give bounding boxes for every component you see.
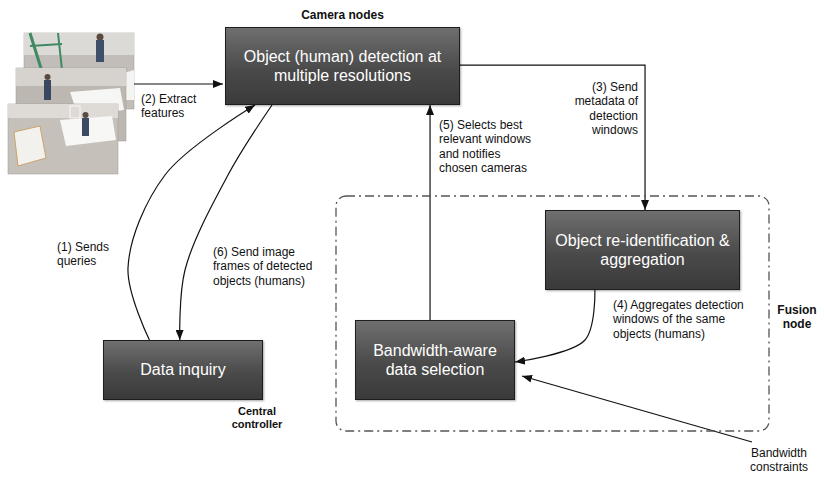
frame-wall <box>16 68 126 86</box>
box-text: Data inquiry <box>112 360 254 379</box>
person-head <box>83 112 89 118</box>
person-figure <box>82 118 89 136</box>
edge-label: (4) Aggregates detection windows of the … <box>612 298 750 341</box>
flow-arrow <box>515 290 595 362</box>
process-box: Bandwidth-aware data selection <box>355 320 515 400</box>
frame-ground <box>8 104 118 174</box>
step-label: (2) Extract features <box>140 92 222 121</box>
person-figure <box>96 40 104 62</box>
constraint-arrow <box>522 376 752 442</box>
flow-arrow <box>128 105 255 340</box>
feature-arrow <box>134 83 223 84</box>
process-box: Data inquiryCentral controller <box>103 340 263 400</box>
region-border <box>336 196 769 431</box>
box-text: Object (human) detection at multiple res… <box>234 47 451 85</box>
frame-table <box>60 116 116 146</box>
edge-label: (1) Sends queries <box>56 240 122 269</box>
person-head <box>97 34 104 41</box>
flow-arrow <box>429 105 430 320</box>
person-head <box>45 74 51 80</box>
edge-label: (3) Send metadata of detection windows <box>543 80 639 138</box>
frame-beam <box>58 33 62 70</box>
detection-window <box>70 106 80 118</box>
edge-label: (6) Send image frames of detected object… <box>212 245 316 288</box>
flow-arrow <box>180 105 272 340</box>
person-figure <box>44 80 51 100</box>
frame-wall <box>24 33 134 55</box>
heading-label: Camera nodes <box>226 8 459 22</box>
box-text: Object re-identification & aggregation <box>554 231 731 269</box>
camera-frame <box>8 104 118 174</box>
frame-table <box>14 126 46 166</box>
process-box: Object re-identification & aggregation <box>545 210 740 290</box>
process-box: Camera nodesObject (human) detection at … <box>225 27 460 105</box>
box-text: Bandwidth-aware data selection <box>364 341 506 379</box>
heading-label: Central controller <box>222 405 292 431</box>
edge-label: (5) Selects best relevant windows and no… <box>438 118 540 176</box>
frame-wall <box>8 104 118 118</box>
frame-beam <box>30 44 62 46</box>
heading-label: Fusion node <box>775 303 819 332</box>
constraint-label: Bandwidth constraints <box>738 446 820 475</box>
